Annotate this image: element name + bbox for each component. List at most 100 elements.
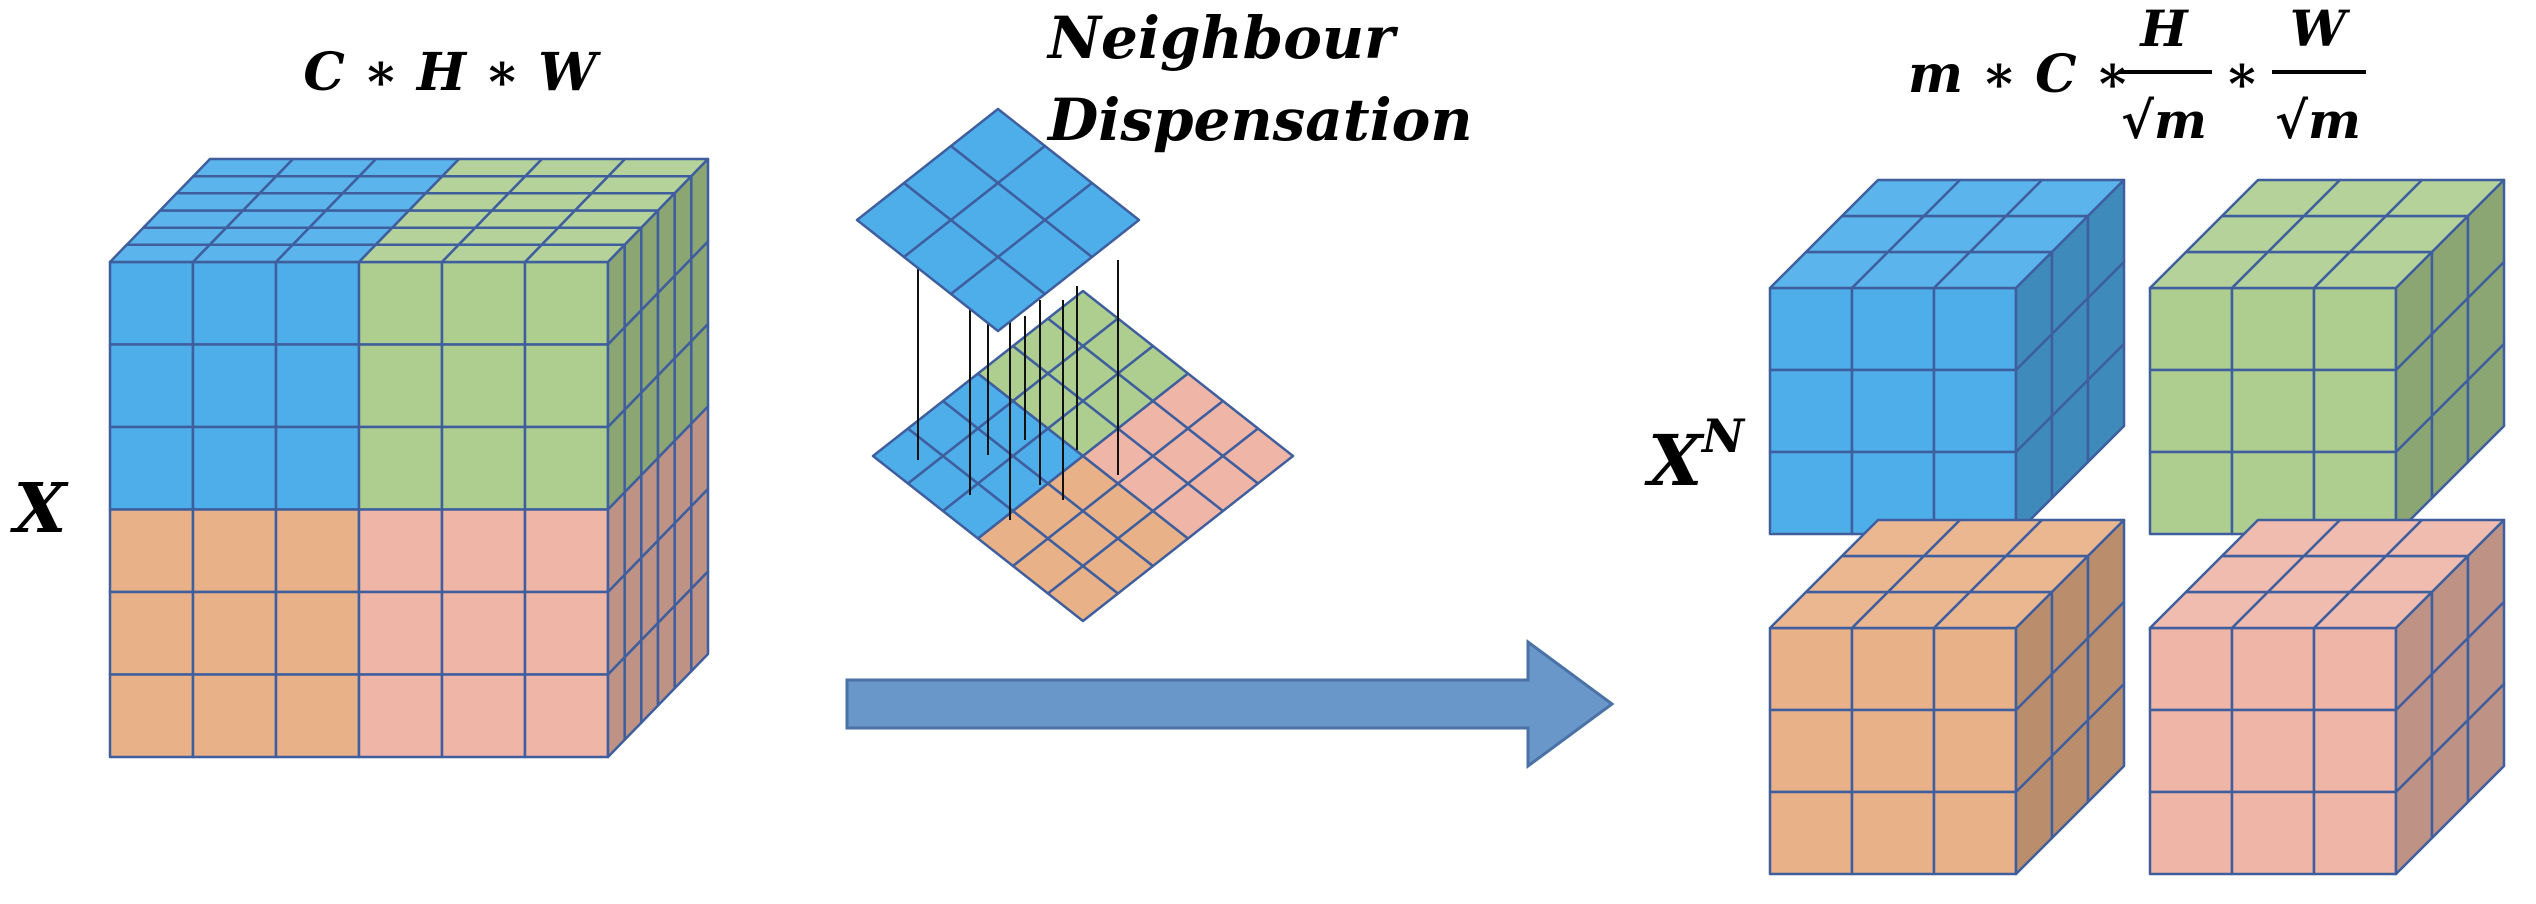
output-shape-label: m ∗ C ∗ H √m ∗ W √m	[1908, 0, 2366, 150]
front-cell	[523, 260, 610, 346]
front-cell	[191, 425, 278, 511]
input-tensor-cube	[108, 157, 710, 759]
front-cell	[108, 508, 195, 594]
front-cell	[357, 260, 444, 346]
front-cell	[108, 590, 195, 676]
output-tensor-symbol: X N	[1644, 409, 1746, 502]
front-cell	[357, 673, 444, 759]
dispensed-neighbour-plane	[855, 107, 1141, 333]
front-cell	[191, 673, 278, 759]
output-symbol-base: X	[1644, 419, 1705, 502]
grid-cell	[1221, 427, 1295, 485]
front-cell	[2230, 286, 2316, 372]
output-shape-frac1-denominator: √m	[2121, 91, 2207, 150]
front-cell	[274, 508, 361, 594]
front-cell	[108, 260, 195, 346]
front-cell	[440, 425, 527, 511]
output-shape-frac2-denominator: √m	[2275, 91, 2361, 150]
front-cell	[523, 343, 610, 429]
front-cell	[108, 343, 195, 429]
front-cell	[1768, 286, 1854, 372]
front-cell	[1932, 626, 2018, 712]
front-cell	[191, 590, 278, 676]
front-cell	[1768, 368, 1854, 454]
front-cell	[1932, 368, 2018, 454]
neighbour-dispensation-illustration	[855, 107, 1295, 623]
front-cell	[1932, 286, 2018, 372]
front-cell	[1768, 790, 1854, 876]
output-symbol-superscript: N	[1700, 409, 1746, 463]
front-cell	[191, 260, 278, 346]
front-cell	[2312, 368, 2398, 454]
front-cell	[274, 673, 361, 759]
front-cell	[2312, 626, 2398, 712]
front-cell	[1850, 708, 1936, 794]
side-cell	[623, 638, 643, 742]
front-cell	[108, 425, 195, 511]
sub-tensor-cube-blue	[1768, 178, 2126, 536]
side-cell	[690, 570, 710, 673]
output-sub-tensors	[1768, 178, 2506, 876]
front-cell	[2230, 708, 2316, 794]
front-cell	[1850, 286, 1936, 372]
front-cell	[2148, 286, 2234, 372]
sampling-connector-lines	[917, 260, 1119, 520]
front-cell	[2230, 368, 2316, 454]
front-cell	[440, 508, 527, 594]
front-cell	[523, 425, 610, 511]
operation-title-line1: Neighbour	[1046, 4, 1399, 72]
front-cell	[274, 260, 361, 346]
image-grid-plane	[871, 289, 1295, 623]
sub-tensor-cube-orange	[1768, 518, 2126, 876]
front-cell	[357, 425, 444, 511]
front-cell	[191, 508, 278, 594]
side-cell	[2466, 682, 2506, 804]
front-cell	[2148, 626, 2234, 712]
front-cell	[357, 590, 444, 676]
side-cell	[673, 587, 693, 690]
front-cell	[1768, 626, 1854, 712]
front-cell	[1850, 368, 1936, 454]
front-cell	[2230, 626, 2316, 712]
front-cell	[2148, 708, 2234, 794]
front-cell	[523, 508, 610, 594]
front-cell	[2148, 790, 2234, 876]
front-cell	[440, 673, 527, 759]
side-cell	[640, 621, 660, 724]
front-cell	[440, 590, 527, 676]
neighbour-cell	[1043, 181, 1141, 259]
side-cell	[606, 656, 626, 759]
front-cell	[1932, 790, 2018, 876]
front-cell	[1850, 790, 1936, 876]
front-cell	[2312, 790, 2398, 876]
side-cell	[2466, 342, 2506, 464]
output-shape-frac2-numerator: W	[2290, 0, 2351, 58]
front-cell	[523, 673, 610, 759]
input-shape-label: C ∗ H ∗ W	[303, 42, 601, 103]
front-cell	[1850, 626, 1936, 712]
front-cell	[274, 590, 361, 676]
operation-title-line2: Dispensation	[1046, 86, 1473, 154]
front-cell	[274, 343, 361, 429]
front-cell	[2312, 286, 2398, 372]
side-cell	[2086, 682, 2126, 804]
front-cell	[1768, 708, 1854, 794]
side-cell	[2086, 342, 2126, 464]
output-shape-frac1-numerator: H	[2138, 0, 2189, 58]
front-cell	[357, 343, 444, 429]
front-cell	[2148, 450, 2234, 536]
front-cell	[440, 343, 527, 429]
sub-tensor-cube-green	[2148, 178, 2506, 536]
front-cell	[357, 508, 444, 594]
front-cell	[2148, 368, 2234, 454]
front-cell	[108, 673, 195, 759]
output-shape-prefix: m ∗ C ∗	[1908, 44, 2131, 105]
front-cell	[440, 260, 527, 346]
sub-tensor-cube-pink	[2148, 518, 2506, 876]
front-cell	[523, 590, 610, 676]
front-cell	[191, 343, 278, 429]
front-cell	[2312, 708, 2398, 794]
front-cell	[1768, 450, 1854, 536]
